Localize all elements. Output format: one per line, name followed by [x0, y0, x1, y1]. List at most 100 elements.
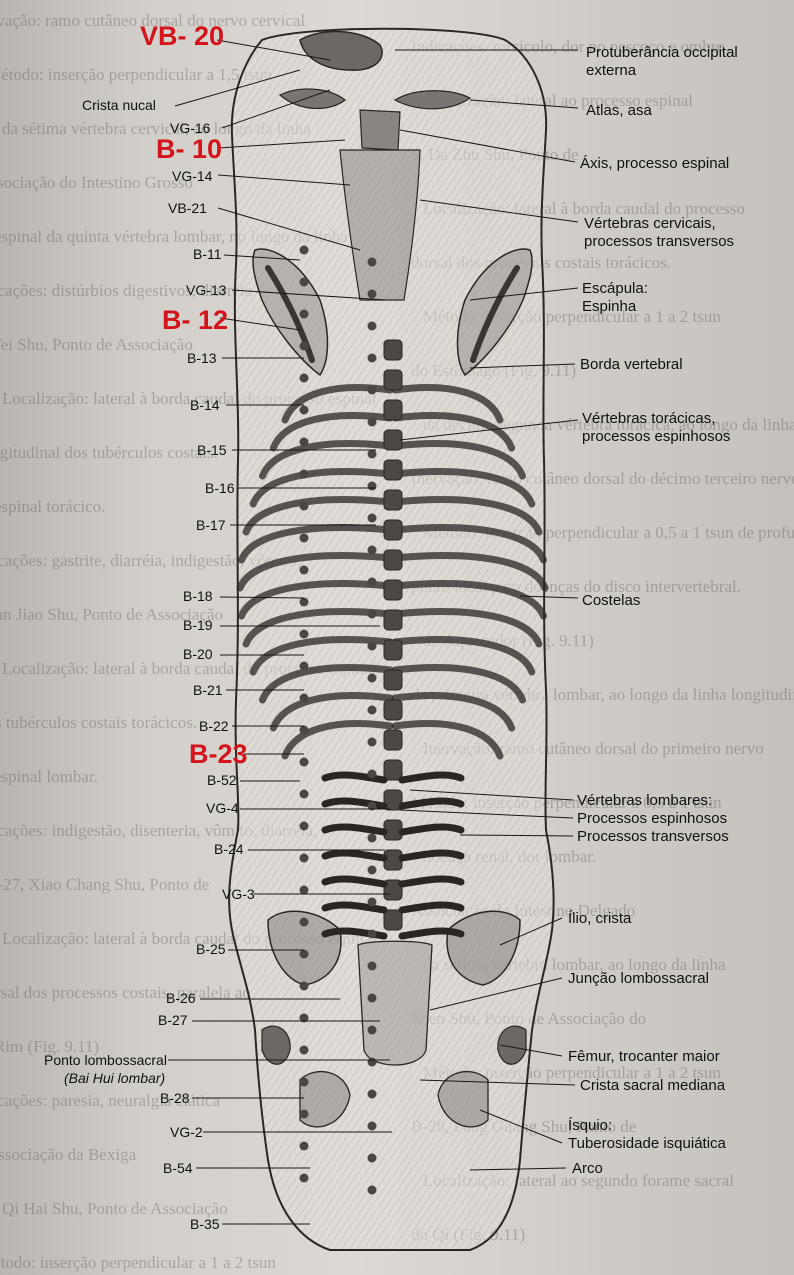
- point-label-b27: B-27: [158, 1012, 188, 1028]
- point-label-b23: B-23: [189, 740, 248, 768]
- acupoint-dot: [368, 642, 377, 651]
- acupoint-dot: [300, 598, 309, 607]
- point-label-b13: B-13: [187, 350, 217, 366]
- spinous-process: [384, 370, 402, 390]
- acupoint-dot: [368, 418, 377, 427]
- acupoint-dot: [368, 770, 377, 779]
- label-vertebras-lombares: Vértebras lombares:: [577, 792, 712, 809]
- label-proc-espinhosos-tor: processos espinhosos: [582, 428, 730, 445]
- acupoint-dot: [300, 694, 309, 703]
- point-label-vg2: VG-2: [170, 1124, 203, 1140]
- acupoint-dot: [368, 930, 377, 939]
- acupoint-dot: [300, 342, 309, 351]
- spinous-process: [384, 640, 402, 660]
- acupoint-dot: [300, 630, 309, 639]
- point-label-vg13: VG-13: [186, 282, 226, 298]
- point-label-b18: B-18: [183, 588, 213, 604]
- acupoint-dot: [368, 546, 377, 555]
- acupoint-dot: [368, 834, 377, 843]
- point-label-vg14: VG-14: [172, 168, 212, 184]
- spinous-process: [384, 490, 402, 510]
- point-label-b24: B-24: [214, 841, 244, 857]
- spinous-process: [384, 910, 402, 930]
- acupoint-dot: [300, 950, 309, 959]
- acupoint-dot: [368, 386, 377, 395]
- label-tuberosidade: Tuberosidade isquiática: [568, 1135, 726, 1152]
- acupoint-dot: [300, 918, 309, 927]
- spinous-process: [384, 610, 402, 630]
- acupoint-dot: [300, 406, 309, 415]
- acupoint-dot: [300, 310, 309, 319]
- acupoint-dot: [368, 290, 377, 299]
- point-label-b20: B-20: [183, 646, 213, 662]
- point-label-b14: B-14: [190, 397, 220, 413]
- point-label-b22: B-22: [199, 718, 229, 734]
- point-label-b21: B-21: [193, 682, 223, 698]
- label-crista-nucal: Crista nucal: [82, 97, 156, 113]
- acupoint-dot: [300, 1174, 309, 1183]
- acupoint-dot: [300, 566, 309, 575]
- acupoint-dot: [368, 994, 377, 1003]
- acupoint-dot: [368, 1058, 377, 1067]
- acupoint-dot: [368, 610, 377, 619]
- spinous-process: [384, 580, 402, 600]
- label-escapula: Escápula:: [582, 280, 648, 297]
- spinous-process: [384, 670, 402, 690]
- label-bai-hui-lombar: (Bai Hui lombar): [64, 1070, 165, 1086]
- acupoint-dot: [368, 450, 377, 459]
- label-arco: Arco: [572, 1160, 603, 1177]
- label-atlas: Atlas, asa: [586, 102, 652, 119]
- acupoint-dot: [300, 854, 309, 863]
- label-processos-transversos: Processos transversos: [577, 828, 729, 845]
- acupoint-dot: [368, 1026, 377, 1035]
- point-label-b28: B-28: [160, 1090, 190, 1106]
- acupoint-dot: [300, 246, 309, 255]
- sacrum: [358, 941, 432, 1065]
- acupoint-dot: [300, 374, 309, 383]
- label-protuberancia: Protuberância occipital: [586, 44, 738, 61]
- label-proc-transversos-cerv: processos transversos: [584, 233, 734, 250]
- point-label-b15: B-15: [197, 442, 227, 458]
- acupoint-dot: [368, 482, 377, 491]
- acupoint-dot: [300, 1046, 309, 1055]
- point-label-b16: B-16: [205, 480, 235, 496]
- acupoint-dot: [300, 278, 309, 287]
- acupoint-dot: [368, 738, 377, 747]
- acupoint-dot: [300, 1142, 309, 1151]
- spinous-process: [384, 430, 402, 450]
- label-juncao-lombossacral: Junção lombossacral: [568, 970, 709, 987]
- acupoint-dot: [368, 1122, 377, 1131]
- acupoint-dot: [368, 322, 377, 331]
- label-costelas: Costelas: [582, 592, 640, 609]
- femur-left: [262, 1026, 290, 1064]
- acupoint-dot: [368, 578, 377, 587]
- acupoint-dot: [300, 886, 309, 895]
- label-femur: Fêmur, trocanter maior: [568, 1048, 720, 1065]
- spinous-process: [384, 700, 402, 720]
- point-label-vb21: VB-21: [168, 200, 207, 216]
- acupoint-dot: [300, 534, 309, 543]
- spinous-process: [384, 340, 402, 360]
- axis-spine: [360, 110, 400, 150]
- label-crista-sacral: Crista sacral mediana: [580, 1077, 725, 1094]
- label-processos-espinhosos: Processos espinhosos: [577, 810, 727, 827]
- point-label-vb20: VB- 20: [140, 22, 224, 50]
- acupoint-dot: [368, 1154, 377, 1163]
- acupoint-dot: [368, 674, 377, 683]
- acupoint-dot: [368, 1186, 377, 1195]
- label-externa: externa: [586, 62, 636, 79]
- spinous-process: [384, 520, 402, 540]
- acupoint-dot: [300, 1078, 309, 1087]
- acupoint-dot: [300, 1110, 309, 1119]
- acupoint-dot: [368, 962, 377, 971]
- label-borda-vertebral: Borda vertebral: [580, 356, 683, 373]
- acupoint-dot: [300, 470, 309, 479]
- acupoint-dot: [300, 726, 309, 735]
- point-label-vg4: VG-4: [206, 800, 239, 816]
- label-ponto-lombossacral: Ponto lombossacral: [44, 1052, 167, 1068]
- acupoint-dot: [300, 790, 309, 799]
- spinous-process: [384, 760, 402, 780]
- point-label-b12: B- 12: [162, 306, 228, 334]
- point-label-b54: B-54: [163, 1160, 193, 1176]
